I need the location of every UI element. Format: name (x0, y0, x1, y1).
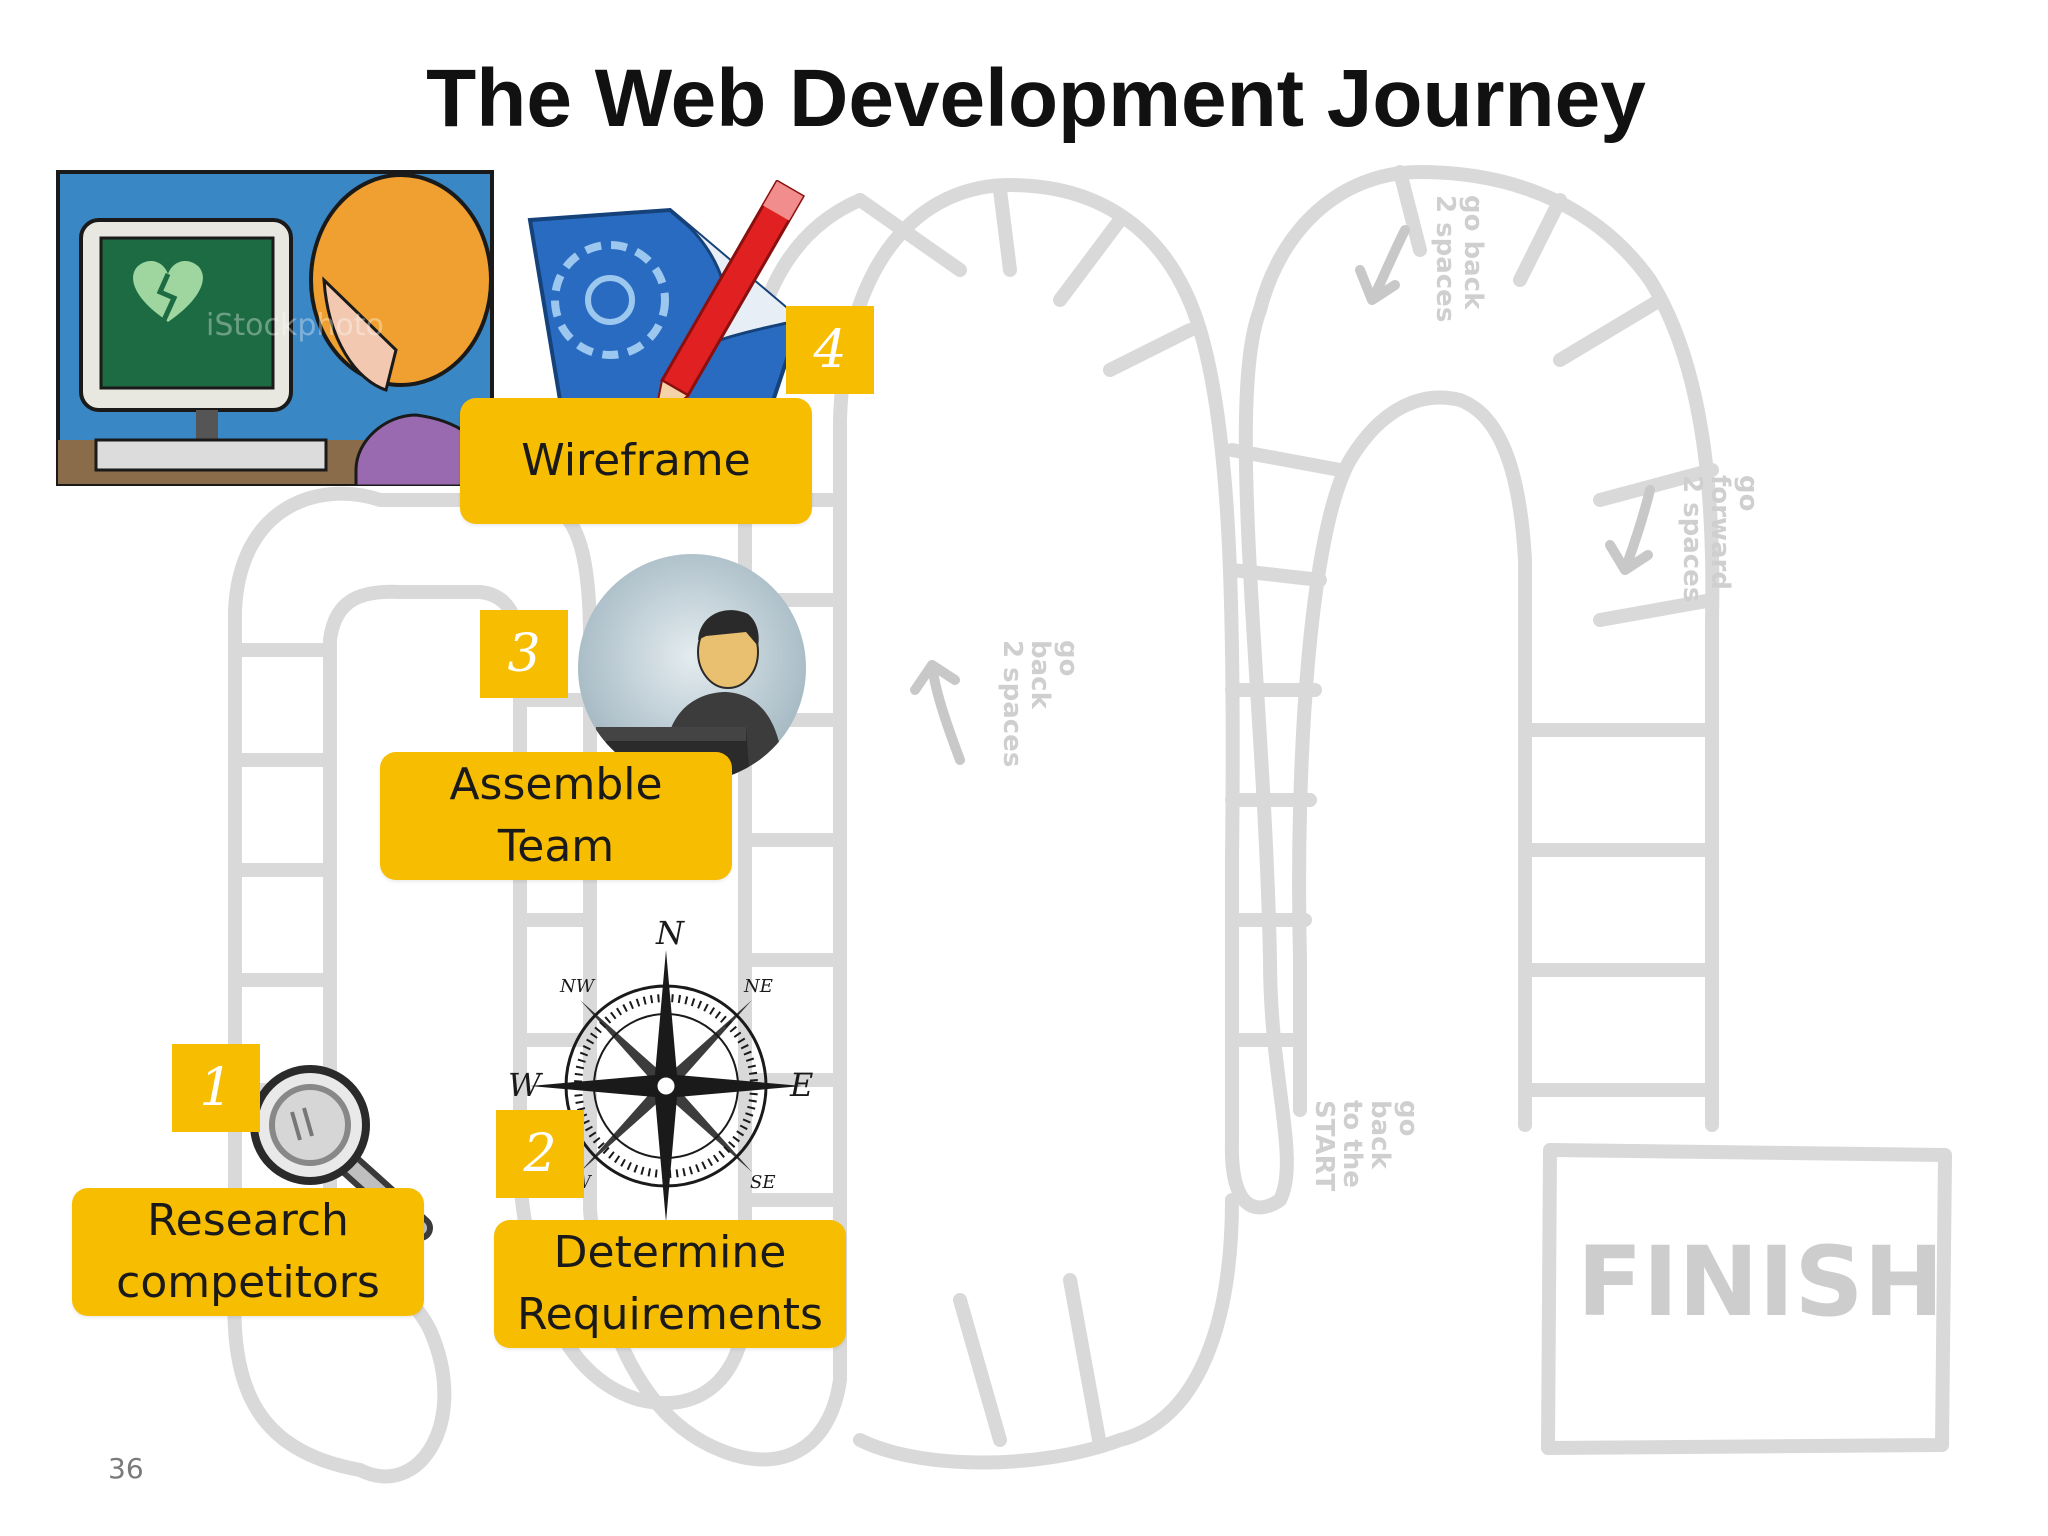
arrow-back-icon (1355, 225, 1410, 305)
sad-user-illustration: iStockphoto (56, 170, 494, 486)
compass-e: E (789, 1066, 813, 1104)
compass-se: SE (750, 1172, 775, 1193)
arrow-back-icon (910, 660, 965, 765)
step-number-1: 1 (172, 1044, 260, 1132)
step-number-2: 2 (496, 1110, 584, 1198)
step-label-wireframe: Wireframe (460, 398, 812, 524)
compass-icon: N S E W NE NW SE SW (508, 920, 813, 1250)
board-bottom-right (853, 1193, 1239, 1470)
step-label-assemble-team: Assemble Team (380, 752, 732, 880)
arrow-forward-icon (1605, 485, 1655, 575)
compass-nw: NW (559, 976, 596, 997)
step-label-determine-requirements: Determine Requirements (494, 1220, 846, 1348)
step-number-3: 3 (480, 610, 568, 698)
slide-title: The Web Development Journey (426, 53, 1646, 144)
board-note-4: go back to the START (1309, 1100, 1423, 1197)
board-outer-track (227, 165, 1720, 1477)
board-note-3: go forward 2 spaces (1677, 475, 1763, 602)
board-note-1: go back 2 spaces (1430, 195, 1488, 322)
finish-label: FINISH (1577, 1226, 1944, 1338)
page-number: 36 (108, 1452, 144, 1485)
designer-icon (578, 554, 806, 782)
step-label-research-competitors: Research competitors (72, 1188, 424, 1316)
board-note-2: go back 2 spaces (997, 640, 1083, 767)
broken-heart-icon (133, 260, 203, 322)
compass-ne: NE (743, 976, 773, 997)
compass-w: W (508, 1066, 544, 1104)
finish-box (1541, 1143, 1952, 1455)
compass-n: N (655, 920, 685, 952)
watermark: iStockphoto (206, 308, 384, 343)
blueprint-pencil-icon (527, 180, 806, 430)
step-number-4: 4 (786, 306, 874, 394)
